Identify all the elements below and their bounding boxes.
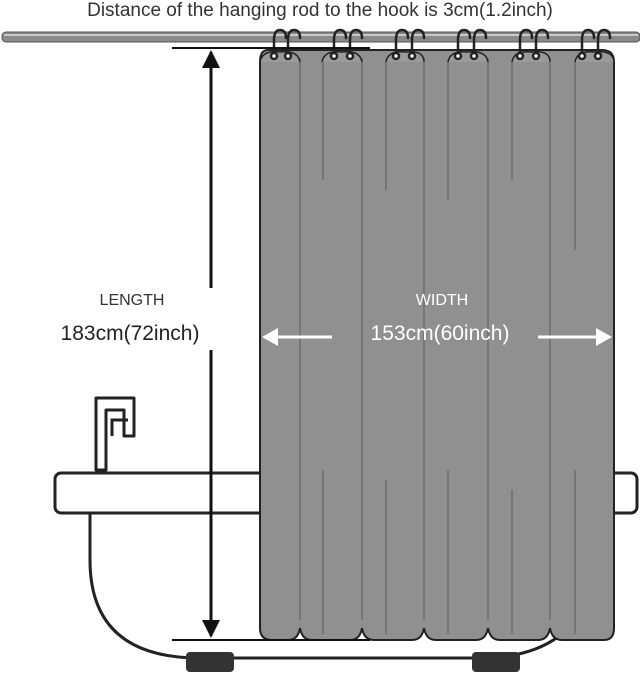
- length-arrow-bottom: [202, 620, 220, 638]
- hook-pair-4: [453, 28, 488, 61]
- curtain-hooks: [269, 28, 612, 61]
- width-arrow-right: [596, 328, 612, 346]
- length-label: LENGTH: [99, 292, 165, 309]
- width-dimension: [262, 328, 612, 346]
- hook-pair-3: [391, 28, 426, 61]
- hook-pair-2: [329, 28, 364, 61]
- rod-to-hook-note: Distance of the hanging rod to the hook …: [87, 0, 553, 21]
- width-label: WIDTH: [415, 292, 469, 309]
- length-dimension: [172, 47, 370, 641]
- width-value: 153cm(60inch): [370, 322, 510, 345]
- hanging-rod: [1, 31, 640, 43]
- tub-foot-right: [472, 652, 520, 672]
- hook-pair-5: [515, 28, 550, 61]
- hook-pair-1: [269, 28, 302, 61]
- length-arrow-top: [202, 50, 220, 68]
- tub-foot-left: [186, 652, 234, 672]
- length-value: 183cm(72inch): [60, 322, 200, 345]
- hook-pair-6: [577, 28, 612, 61]
- width-arrow-left: [262, 328, 278, 346]
- faucet-icon: [94, 396, 136, 472]
